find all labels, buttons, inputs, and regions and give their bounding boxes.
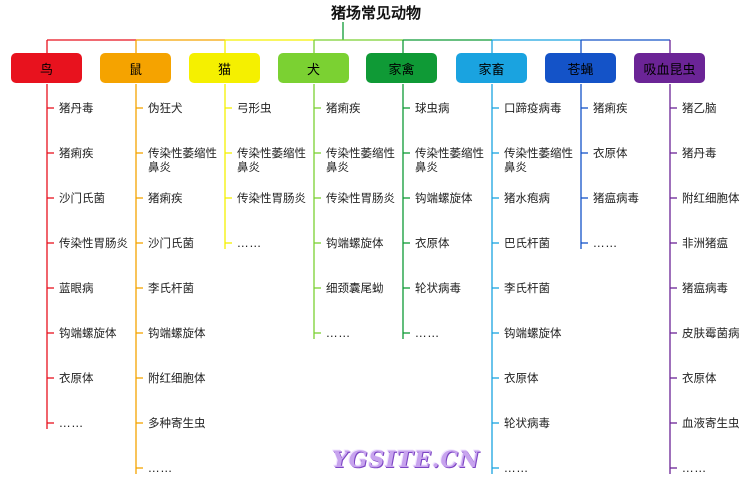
category-item: 沙门氏菌 bbox=[59, 191, 105, 205]
category-item: 传染性萎缩性鼻炎 bbox=[326, 146, 395, 174]
category-item: …… bbox=[415, 326, 440, 340]
category-item: 猪乙脑 bbox=[682, 101, 717, 115]
category-item: 传染性萎缩性鼻炎 bbox=[148, 146, 217, 174]
category-item: 猪痢疾 bbox=[326, 101, 361, 115]
category-item: 沙门氏菌 bbox=[148, 236, 194, 250]
category-item: 非洲猪瘟 bbox=[682, 236, 728, 250]
category-item: 猪丹毒 bbox=[59, 101, 94, 115]
category-item: 传染性胃肠炎 bbox=[326, 191, 395, 205]
category-item: 附红细胞体 bbox=[148, 371, 206, 385]
category-item: 球虫病 bbox=[415, 101, 450, 115]
category-item: …… bbox=[237, 236, 262, 250]
category-item: 传染性萎缩性鼻炎 bbox=[237, 146, 306, 174]
category-item: 传染性萎缩性鼻炎 bbox=[504, 146, 573, 174]
category-item: 巴氏杆菌 bbox=[504, 236, 550, 250]
category-box: 猫 bbox=[189, 53, 260, 83]
category-item: 钩端螺旋体 bbox=[59, 326, 117, 340]
category-item: 轮状病毒 bbox=[504, 416, 550, 430]
category-box: 家禽 bbox=[366, 53, 437, 83]
category-item: …… bbox=[504, 461, 529, 475]
category-item: 传染性萎缩性鼻炎 bbox=[415, 146, 484, 174]
watermark-logo: YGSITE.CN bbox=[332, 447, 481, 473]
category-item: 皮肤霉菌病 bbox=[682, 326, 740, 340]
category-item: 多种寄生虫 bbox=[148, 416, 206, 430]
category-item: 蓝眼病 bbox=[59, 281, 94, 295]
category-item: 猪水疱病 bbox=[504, 191, 550, 205]
category-item: 猪痢疾 bbox=[593, 101, 628, 115]
category-item: 李氏杆菌 bbox=[504, 281, 550, 295]
category-item: 猪痢疾 bbox=[148, 191, 183, 205]
category-box: 家畜 bbox=[456, 53, 527, 83]
category-item: 衣原体 bbox=[415, 236, 450, 250]
category-item: …… bbox=[148, 461, 173, 475]
category-item: 猪瘟病毒 bbox=[682, 281, 728, 295]
category-item: …… bbox=[59, 416, 84, 430]
category-item: 传染性胃肠炎 bbox=[237, 191, 306, 205]
category-box: 吸血昆虫 bbox=[634, 53, 705, 83]
category-item: 伪狂犬 bbox=[148, 101, 183, 115]
category-item: 钩端螺旋体 bbox=[415, 191, 473, 205]
category-item: 钩端螺旋体 bbox=[148, 326, 206, 340]
category-item: 钩端螺旋体 bbox=[504, 326, 562, 340]
category-item: 猪丹毒 bbox=[682, 146, 717, 160]
category-item: 衣原体 bbox=[682, 371, 717, 385]
category-item: 衣原体 bbox=[504, 371, 539, 385]
category-item: 细颈囊尾蚴 bbox=[326, 281, 384, 295]
category-item: 钩端螺旋体 bbox=[326, 236, 384, 250]
category-item: …… bbox=[326, 326, 351, 340]
category-box: 犬 bbox=[278, 53, 349, 83]
diagram-title: 猪场常见动物 bbox=[330, 4, 421, 22]
category-item: 附红细胞体 bbox=[682, 191, 740, 205]
category-item: 口蹄疫病毒 bbox=[504, 101, 562, 115]
category-item: …… bbox=[593, 236, 618, 250]
category-item: 传染性胃肠炎 bbox=[59, 236, 128, 250]
category-item: 血液寄生虫 bbox=[682, 416, 740, 430]
category-item: 猪瘟病毒 bbox=[593, 191, 639, 205]
category-box: 鼠 bbox=[100, 53, 171, 83]
category-item: 弓形虫 bbox=[237, 101, 272, 115]
category-item: 猪痢疾 bbox=[59, 146, 94, 160]
category-item: …… bbox=[682, 461, 707, 475]
category-item: 衣原体 bbox=[59, 371, 94, 385]
category-item: 衣原体 bbox=[593, 146, 628, 160]
category-box: 苍蝇 bbox=[545, 53, 616, 83]
category-box: 鸟 bbox=[11, 53, 82, 83]
category-item: 轮状病毒 bbox=[415, 281, 461, 295]
category-item: 李氏杆菌 bbox=[148, 281, 194, 295]
